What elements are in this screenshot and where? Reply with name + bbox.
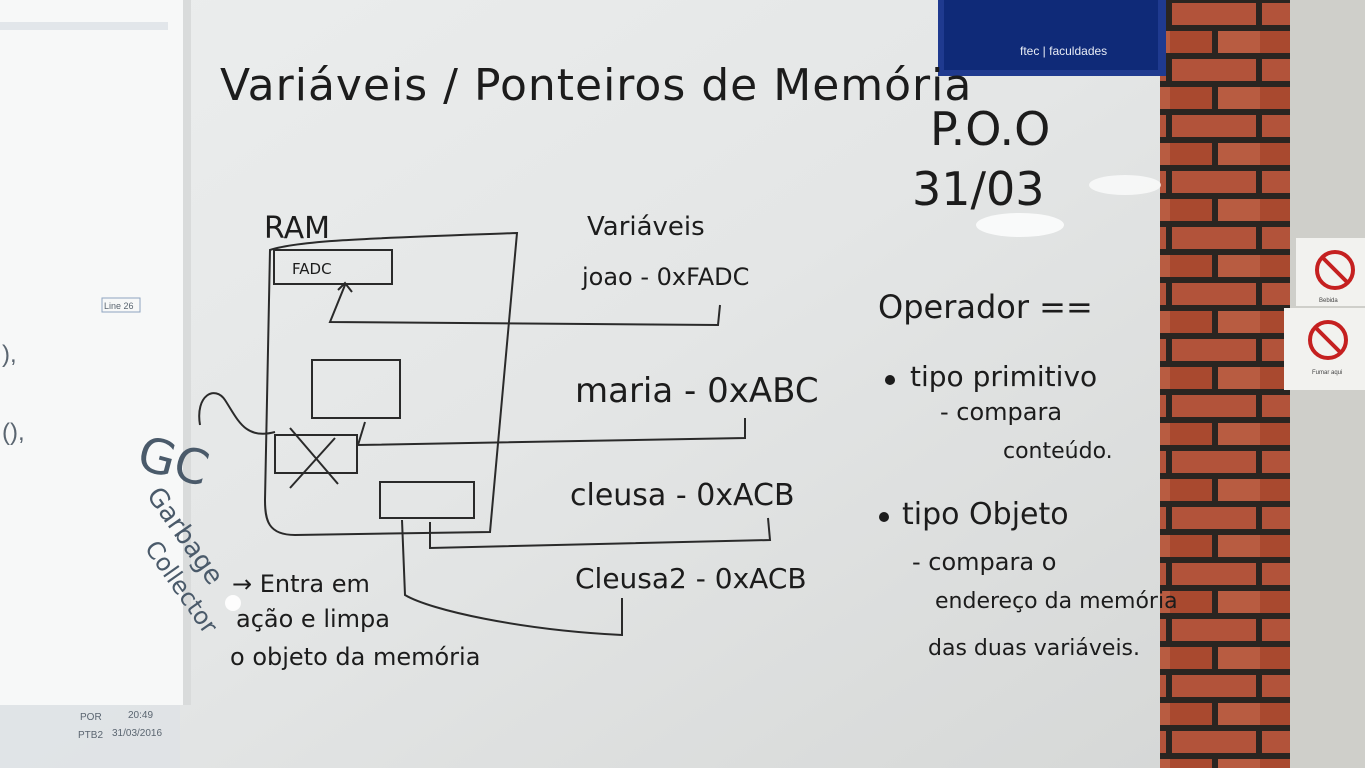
bullet-object [879,512,889,522]
proj-code-frag1: ), [2,341,17,368]
var-maria: maria - 0xABC [575,371,819,411]
gc-arrow [198,392,276,435]
memory-cell-acb [379,481,475,519]
sign2-label: Fumar aqui [1312,370,1342,376]
gc-note-line2: ação e limpa [236,605,390,633]
sign1-label: Bebida [1319,298,1338,304]
gc-note-line3: o objeto da memória [230,643,480,671]
whiteboard [0,0,1165,768]
memory-cell-abc [311,359,401,419]
course-label: P.O.O [930,102,1050,156]
tray-date: 31/03/2016 [112,728,162,739]
tray-lang-1: POR [80,712,102,723]
cross-out-mark [289,427,339,489]
date-label: 31/03 [912,162,1045,216]
ftec-poster [938,0,1166,76]
memory-cell-deleted [274,434,358,474]
pointer-maria [356,418,746,447]
pointer-joao [328,281,721,327]
no-smoking-icon [1308,320,1348,360]
operator-heading: Operador == [878,288,1093,326]
var-cleusa: cleusa - 0xACB [570,478,795,513]
no-smoking-sign [1284,308,1365,390]
var-cleusa2: Cleusa2 - 0xACB [575,562,807,595]
note-object: tipo Objeto [902,497,1069,532]
pointer-cleusa [429,517,772,550]
note-primitive: tipo primitivo [910,360,1097,393]
note-object-sub3: das duas variáveis. [928,636,1140,661]
memory-cell-fadc [273,249,393,285]
no-drinks-icon [1315,250,1355,290]
proj-line-label: Line 26 [104,301,134,311]
note-primitive-sub1: - compara [940,398,1062,426]
poster-brand: ftec | faculdades [1020,44,1107,58]
ram-block [263,231,519,537]
projected-screen [0,0,191,768]
note-primitive-sub2: conteúdo. [1003,439,1113,464]
bullet-primitive [885,375,895,385]
pointer-cleusa2 [401,519,623,637]
note-object-sub1: - compara o [912,548,1056,576]
gc-note-line1: → Entra em [232,570,370,598]
var-joao: joao - 0xFADC [581,263,749,291]
tray-lang-2: PTB2 [78,730,103,741]
memory-cell-label: FADC [292,260,332,278]
note-object-sub2: endereço da memória [935,589,1178,614]
board-title: Variáveis / Ponteiros de Memória [220,60,972,111]
ram-label: RAM [264,211,330,246]
tray-time: 20:49 [128,710,153,721]
proj-code-frag2: (), [2,419,25,446]
no-drinks-sign [1296,238,1365,306]
vars-heading: Variáveis [587,212,705,242]
